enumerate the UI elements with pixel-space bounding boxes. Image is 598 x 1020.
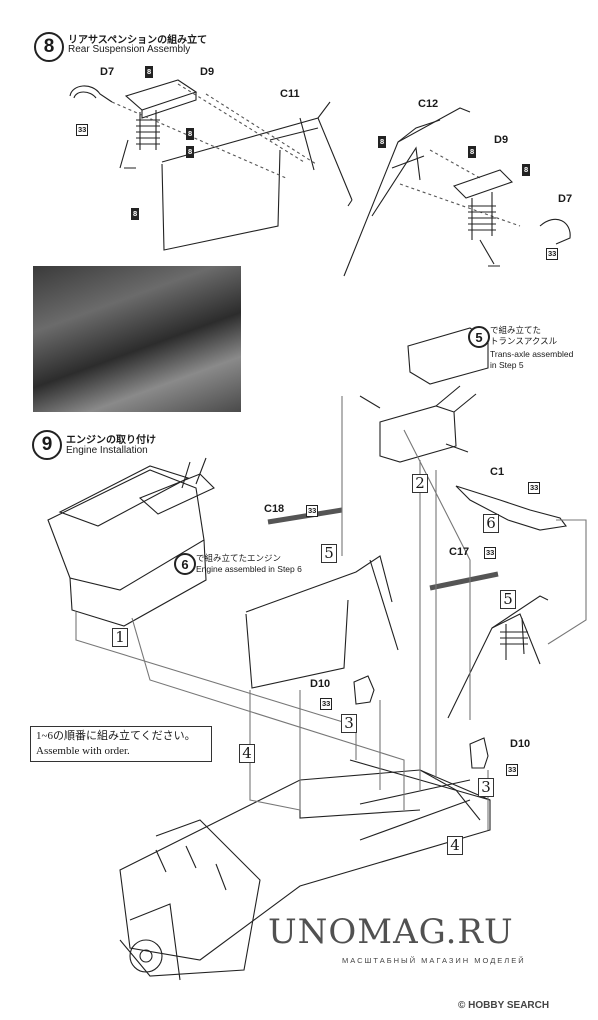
step-5-reference-en-2: in Step 5 (490, 360, 524, 370)
badge-33: 33 (528, 482, 541, 494)
assembly-order-note-en: Assemble with order. (36, 745, 130, 757)
order-number-5: 5 (321, 544, 337, 563)
part-label-c1: C1 (490, 466, 505, 478)
step-5-reference-jp-2: トランスアクスル (490, 336, 558, 346)
part-label-c17: C17 (449, 546, 470, 558)
badge-33: 33 (546, 248, 559, 260)
step-6-reference-en: Engine assembled in Step 6 (196, 564, 302, 574)
part-label-d7-right: D7 (558, 193, 573, 205)
order-number-2: 2 (412, 474, 428, 493)
part-label-d10-left: D10 (310, 678, 331, 690)
badge-8: 8 (145, 66, 154, 78)
badge-33: 33 (506, 764, 519, 776)
step-5-reference-jp-1: で組み立てた (490, 325, 542, 335)
order-number-5: 5 (500, 590, 516, 609)
part-label-c18: C18 (264, 503, 285, 515)
part-label-d9-left: D9 (200, 66, 215, 78)
order-number-4: 4 (239, 744, 255, 763)
assembly-order-note: 1~6の順番に組み立てください。 Assemble with order. (30, 726, 212, 762)
source-credit: © HOBBY SEARCH (458, 1000, 550, 1011)
badge-8: 8 (131, 208, 140, 220)
step-5-reference-en-1: Trans-axle assembled (490, 349, 574, 359)
badge-8: 8 (186, 128, 195, 140)
engine-bay-photo (33, 266, 241, 412)
step-5-reference-number: 5 (468, 326, 490, 348)
part-label-c12: C12 (418, 98, 439, 110)
part-label-c11: C11 (280, 88, 300, 100)
assembly-order-note-jp: 1~6の順番に組み立てください。 (36, 730, 196, 742)
watermark-subtitle: МАСШТАБНЫЙ МАГАЗИН МОДЕЛЕЙ (342, 956, 526, 965)
badge-8: 8 (186, 146, 195, 158)
order-number-3: 3 (478, 778, 494, 797)
watermark-logo: UNOMAG.RU (268, 912, 514, 952)
step-9-title-en: Engine Installation (66, 445, 148, 456)
badge-33: 33 (484, 547, 497, 559)
step-8-title-en: Rear Suspension Assembly (68, 44, 191, 55)
order-number-6: 6 (483, 514, 499, 533)
badge-33: 33 (320, 698, 333, 710)
step-6-reference-jp: で組み立てたエンジン (196, 553, 282, 563)
step-9-title-jp: エンジンの取り付け (66, 435, 156, 446)
step-6-reference-number: 6 (174, 553, 196, 575)
step-8-number: 8 (34, 32, 64, 62)
order-number-1: 1 (112, 628, 128, 647)
badge-33: 33 (306, 505, 319, 517)
part-label-d9-right: D9 (494, 134, 509, 146)
part-label-d10-right: D10 (510, 738, 531, 750)
step-9-number: 9 (32, 430, 62, 460)
order-number-3: 3 (341, 714, 357, 733)
order-number-4: 4 (447, 836, 463, 855)
badge-8: 8 (378, 136, 387, 148)
badge-33: 33 (76, 124, 89, 136)
badge-8: 8 (522, 164, 531, 176)
badge-8: 8 (468, 146, 477, 158)
step-8-title-jp: リアサスペンションの組み立て (68, 35, 208, 46)
part-label-d7-left: D7 (100, 66, 115, 78)
